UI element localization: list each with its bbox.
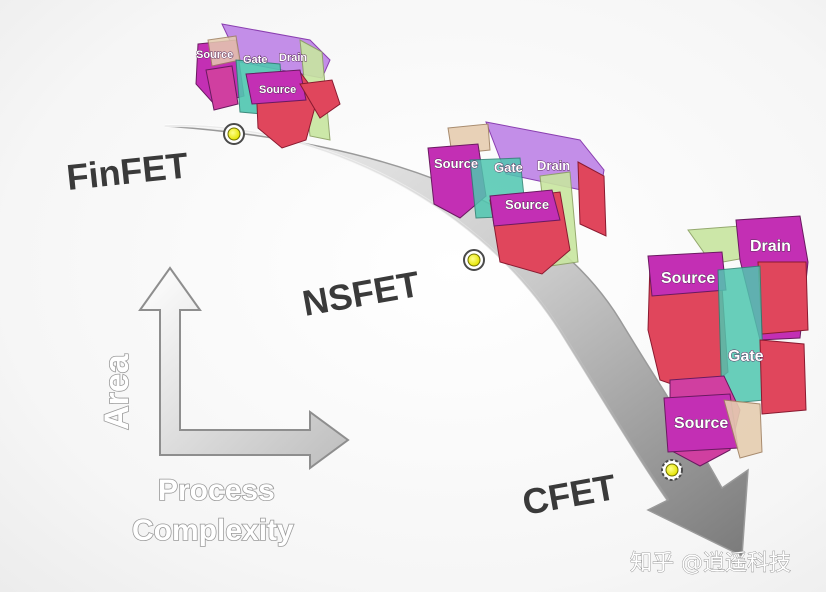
cfet-device <box>647 215 809 467</box>
area-axis-label: Area <box>98 353 136 430</box>
cfet-label: CFET <box>519 466 619 523</box>
nsfet-drain-label: Drain <box>537 158 570 173</box>
complexity-axis-label: Complexity <box>132 514 294 547</box>
finfet-drain-label: Drain <box>279 52 307 64</box>
finfet-gate-label: Gate <box>243 54 267 66</box>
nsfet-marker <box>463 249 485 271</box>
finfet-marker <box>223 123 245 145</box>
process-axis-label: Process <box>158 474 275 507</box>
cfet-gate-label: Gate <box>728 348 764 365</box>
nsfet-source-top-label: Source <box>434 156 478 171</box>
finfet-device <box>195 23 341 149</box>
nsfet-label: NSFET <box>299 263 422 324</box>
finfet-source-top-label: Source <box>196 49 233 61</box>
finfet-label: FinFET <box>65 144 191 198</box>
axis-indicator <box>138 266 350 470</box>
nsfet-gate-label: Gate <box>494 160 523 175</box>
finfet-source-bottom-label: Source <box>259 84 296 96</box>
nsfet-source-bottom-label: Source <box>505 197 549 212</box>
cfet-marker <box>661 459 683 481</box>
watermark-text: 知乎 @逍遥科技 <box>630 551 791 576</box>
nsfet-device <box>427 121 607 275</box>
cfet-source-top-label: Source <box>661 270 715 287</box>
cfet-drain-label: Drain <box>750 238 791 255</box>
cfet-source-bottom-label: Source <box>674 415 728 432</box>
